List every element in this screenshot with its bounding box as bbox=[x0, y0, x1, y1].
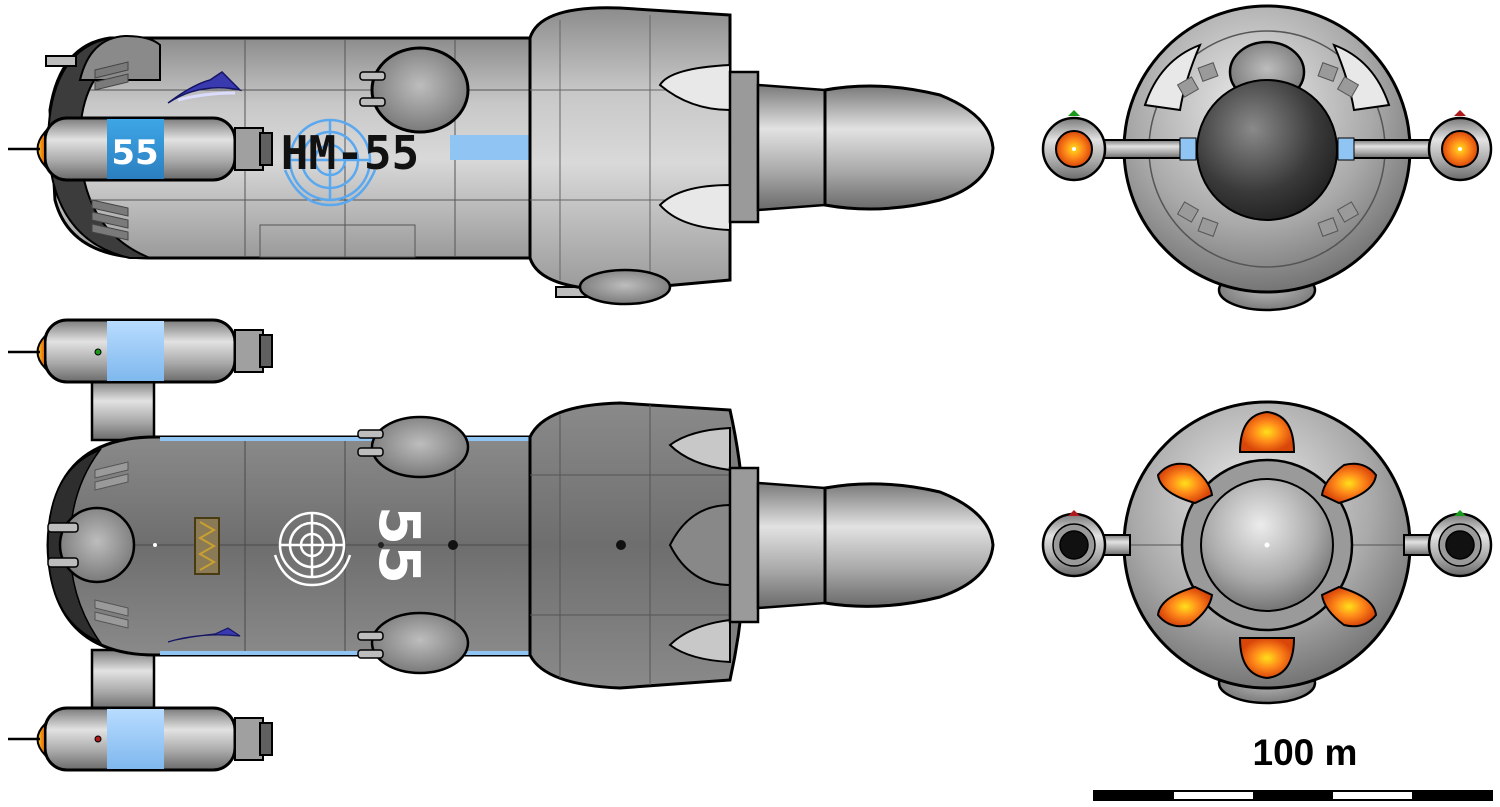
rear-center-dot bbox=[1264, 542, 1270, 548]
scale-bar-segment bbox=[1174, 792, 1254, 799]
front-arm-left-stripe bbox=[1179, 137, 1197, 161]
side-pod-number: 55 bbox=[111, 133, 158, 173]
top-pod-lower-band bbox=[107, 709, 164, 769]
top-pod-lower-nose bbox=[36, 721, 46, 758]
side-dome-vent-top bbox=[359, 71, 386, 81]
top-edge-strip-upper bbox=[160, 437, 530, 441]
scale-bar-segment bbox=[1411, 792, 1492, 799]
side-nose-cap bbox=[46, 36, 151, 259]
top-forward-dome bbox=[58, 506, 136, 584]
top-forward-dome-vent-bottom bbox=[47, 557, 79, 568]
top-side-dome-upper-vent-b bbox=[357, 447, 384, 457]
top-arm-lower bbox=[90, 648, 156, 712]
rear-nozzle-bottom bbox=[1238, 637, 1296, 680]
top-engine-neck bbox=[756, 481, 827, 610]
front-hull-panels bbox=[1176, 62, 1360, 237]
top-pod-upper-light bbox=[94, 348, 102, 356]
scale-bar-segment bbox=[1095, 792, 1175, 799]
top-un-emblem bbox=[273, 511, 352, 587]
top-fin-upper bbox=[668, 426, 731, 472]
top-rear-panel-lines bbox=[530, 405, 730, 685]
front-arm-right-stripe bbox=[1337, 137, 1355, 161]
top-shark-logo bbox=[167, 627, 241, 643]
top-port-1 bbox=[378, 542, 384, 548]
rear-nozzle-upper-left bbox=[1156, 462, 1214, 505]
top-forward-dome-vent-top bbox=[47, 522, 79, 533]
scale-bar bbox=[1093, 790, 1493, 801]
top-vents-upper bbox=[94, 461, 129, 491]
scale-label: 100 m bbox=[1252, 732, 1358, 773]
front-fin-left bbox=[1143, 43, 1202, 112]
front-arm-left bbox=[1094, 139, 1186, 159]
top-side-dome-lower-vent-a bbox=[357, 631, 384, 641]
front-center-sphere bbox=[1196, 79, 1338, 221]
top-vents-lower bbox=[94, 599, 129, 629]
side-un-emblem bbox=[283, 118, 377, 207]
top-fin-center bbox=[668, 503, 731, 587]
rear-view bbox=[1041, 400, 1493, 705]
top-side-dome-upper-vent-a bbox=[357, 429, 384, 439]
side-shark-logo bbox=[167, 71, 243, 104]
side-bottom-dome bbox=[578, 268, 672, 306]
top-pod-upper-nose bbox=[36, 333, 46, 371]
side-vents-lower bbox=[91, 199, 129, 241]
side-pod-number-band bbox=[107, 119, 164, 179]
scale-bar-segment bbox=[1332, 792, 1412, 799]
side-vents-upper bbox=[94, 61, 129, 91]
scale-bar-segment bbox=[1253, 792, 1333, 799]
top-arm-upper bbox=[90, 378, 156, 442]
front-view bbox=[1041, 4, 1493, 312]
front-arm-right bbox=[1349, 139, 1441, 159]
top-fin-lower bbox=[668, 618, 731, 664]
side-top-antenna bbox=[45, 55, 77, 67]
side-blue-stripe bbox=[450, 135, 530, 160]
top-pod-lower-nozzle-cap bbox=[259, 722, 273, 756]
side-dome-vent-bottom bbox=[359, 97, 386, 107]
rear-engine-left-core bbox=[1059, 530, 1089, 560]
side-fin-lower bbox=[658, 183, 731, 232]
side-view: 55 HM-55 bbox=[8, 6, 995, 306]
top-edge-strip-lower bbox=[160, 651, 530, 655]
side-fin-upper bbox=[658, 63, 731, 112]
side-top-dome bbox=[370, 46, 470, 134]
top-engine-collar bbox=[728, 466, 760, 624]
top-pod-upper-band bbox=[107, 321, 164, 381]
rear-engine-left-light bbox=[1068, 510, 1080, 516]
top-pod-upper-nozzle bbox=[234, 329, 264, 373]
top-port-3 bbox=[153, 543, 157, 547]
top-port-2 bbox=[448, 540, 458, 550]
side-pod-nose-tip bbox=[36, 129, 46, 169]
top-thruster-bulb bbox=[823, 482, 995, 608]
rear-nozzle-lower-right bbox=[1320, 585, 1378, 628]
rear-engine-right-core bbox=[1445, 530, 1475, 560]
side-pod-nozzle-cap bbox=[259, 132, 273, 166]
top-pod-lower-nozzle bbox=[234, 717, 264, 761]
front-engine-right-dot bbox=[1458, 147, 1462, 151]
side-engine-collar bbox=[728, 70, 760, 224]
rear-nozzle-lower-left bbox=[1156, 585, 1214, 628]
top-pod-upper-nozzle-cap bbox=[259, 334, 273, 368]
front-engine-left-dot bbox=[1072, 147, 1076, 151]
rear-nozzle-upper-right bbox=[1320, 462, 1378, 505]
side-pod-nozzle bbox=[234, 127, 264, 171]
top-side-dome-lower bbox=[370, 611, 470, 675]
top-side-dome-lower-vent-b bbox=[357, 649, 384, 659]
rear-engine-nozzles bbox=[1156, 410, 1378, 680]
top-side-dome-upper bbox=[370, 415, 470, 479]
side-engine-neck bbox=[756, 83, 827, 212]
top-hull-number: 55 bbox=[366, 506, 431, 584]
side-hull-code: HM-55 bbox=[281, 126, 419, 180]
rear-engine-right-light bbox=[1454, 510, 1466, 516]
top-pod-lower-light bbox=[94, 735, 102, 743]
front-engine-left-light bbox=[1068, 110, 1080, 116]
front-engine-right-light bbox=[1454, 110, 1466, 116]
top-hatch-hatching bbox=[197, 521, 217, 571]
top-view: 55 bbox=[8, 318, 995, 772]
rear-nozzle-top bbox=[1238, 410, 1296, 453]
side-thruster-bulb bbox=[823, 84, 995, 211]
top-rear-port bbox=[616, 540, 626, 550]
